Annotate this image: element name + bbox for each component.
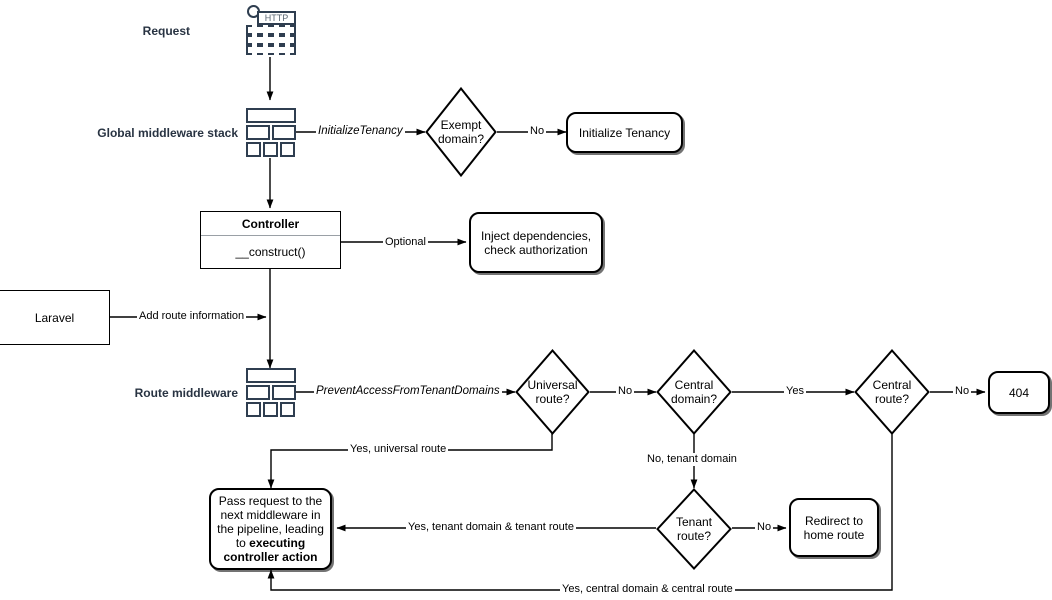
edge-label-yes-tenant-domain-tenant-route: Yes, tenant domain & tenant route — [406, 521, 576, 534]
stack-bar-5 — [263, 402, 278, 417]
decision-tenant-route-label: Tenant route? — [675, 515, 713, 543]
node-404-label: 404 — [1008, 385, 1030, 400]
node-redirect-home-route[interactable]: Redirect to home route — [789, 498, 879, 557]
diamond-shape — [656, 488, 732, 570]
decision-universal-route-label: Universal route? — [527, 378, 578, 406]
diamond-shape — [515, 349, 590, 435]
node-laravel[interactable]: Laravel — [0, 290, 110, 345]
edge-label-tenant-route-no: No — [755, 521, 774, 534]
edge-label-no-tenant-domain: No, tenant domain — [645, 453, 739, 466]
route-middleware-stack-icon — [246, 368, 296, 417]
stack-bar-5 — [263, 142, 278, 157]
edge-label-prevent-access-from-tenant-domains: PreventAccessFromTenantDomains — [314, 385, 502, 398]
node-pass-request-emphasis: executing controller action — [223, 536, 318, 564]
edge-label-yes-central-domain-central-route: Yes, central domain & central route — [560, 583, 735, 596]
diamond-shape — [656, 349, 732, 435]
http-protocol-label: HTTP — [257, 11, 296, 25]
route-middleware-label: Route middleware — [134, 386, 238, 400]
request-body-line-3 — [246, 45, 296, 55]
node-laravel-label: Laravel — [34, 310, 75, 325]
node-pass-request-label: Pass request to the next middleware in t… — [217, 494, 324, 564]
edge-label-universal-route-no: No — [616, 385, 635, 398]
stack-bar-1 — [246, 108, 296, 123]
request-label: Request — [142, 24, 190, 38]
request-body-line-1 — [246, 25, 296, 35]
decision-central-domain-label: Central domain? — [670, 378, 718, 406]
decision-exempt-domain[interactable]: Exempt domain? — [425, 87, 497, 177]
request-body-line-2 — [246, 35, 296, 45]
stack-bar-2 — [246, 385, 270, 400]
edge-label-central-route-no: No — [953, 385, 972, 398]
stack-bar-3 — [272, 385, 296, 400]
edge-label-central-domain-yes: Yes — [784, 385, 806, 398]
edge-label-yes-universal-route: Yes, universal route — [348, 443, 449, 456]
edge-label-add-route-information: Add route information — [137, 310, 247, 323]
node-controller-method: __construct() — [235, 245, 306, 259]
node-inject-dependencies-label: Inject dependencies, check authorization — [480, 228, 592, 257]
decision-universal-route[interactable]: Universal route? — [515, 349, 590, 435]
node-pass-request[interactable]: Pass request to the next middleware in t… — [209, 488, 332, 570]
node-pass-request-text: Pass request to the next middleware in t… — [217, 494, 324, 550]
stack-bar-3 — [272, 125, 296, 140]
http-request-icon: HTTP — [246, 5, 296, 55]
node-controller-title: Controller — [201, 212, 340, 236]
global-middleware-stack-icon — [246, 108, 296, 157]
diamond-shape — [854, 349, 930, 435]
decision-central-route-label: Central route? — [872, 378, 912, 406]
edge-label-initialize-tenancy-middleware: InitializeTenancy — [316, 125, 405, 138]
decision-exempt-domain-label: Exempt domain? — [437, 118, 485, 146]
stack-bar-6 — [280, 142, 295, 157]
stack-bar-6 — [280, 402, 295, 417]
decision-central-domain[interactable]: Central domain? — [656, 349, 732, 435]
stack-bar-2 — [246, 125, 270, 140]
node-initialize-tenancy-label: Initialize Tenancy — [578, 125, 671, 140]
node-inject-dependencies[interactable]: Inject dependencies, check authorization — [469, 212, 603, 273]
node-404[interactable]: 404 — [988, 371, 1050, 414]
decision-tenant-route[interactable]: Tenant route? — [656, 488, 732, 570]
node-initialize-tenancy[interactable]: Initialize Tenancy — [566, 112, 683, 153]
global-middleware-stack-label: Global middleware stack — [97, 126, 238, 140]
decision-central-route[interactable]: Central route? — [854, 349, 930, 435]
stack-bar-4 — [246, 142, 261, 157]
node-controller[interactable]: Controller __construct() — [200, 211, 341, 269]
edge-label-exempt-domain-no: No — [528, 125, 547, 138]
edge-universal-route-yes-to-pass-request — [267, 430, 553, 489]
diamond-shape — [425, 87, 497, 177]
stack-bar-4 — [246, 402, 261, 417]
node-redirect-home-route-label: Redirect to home route — [803, 513, 865, 542]
stack-bar-1 — [246, 368, 296, 383]
edge-label-optional: Optional — [383, 236, 428, 249]
